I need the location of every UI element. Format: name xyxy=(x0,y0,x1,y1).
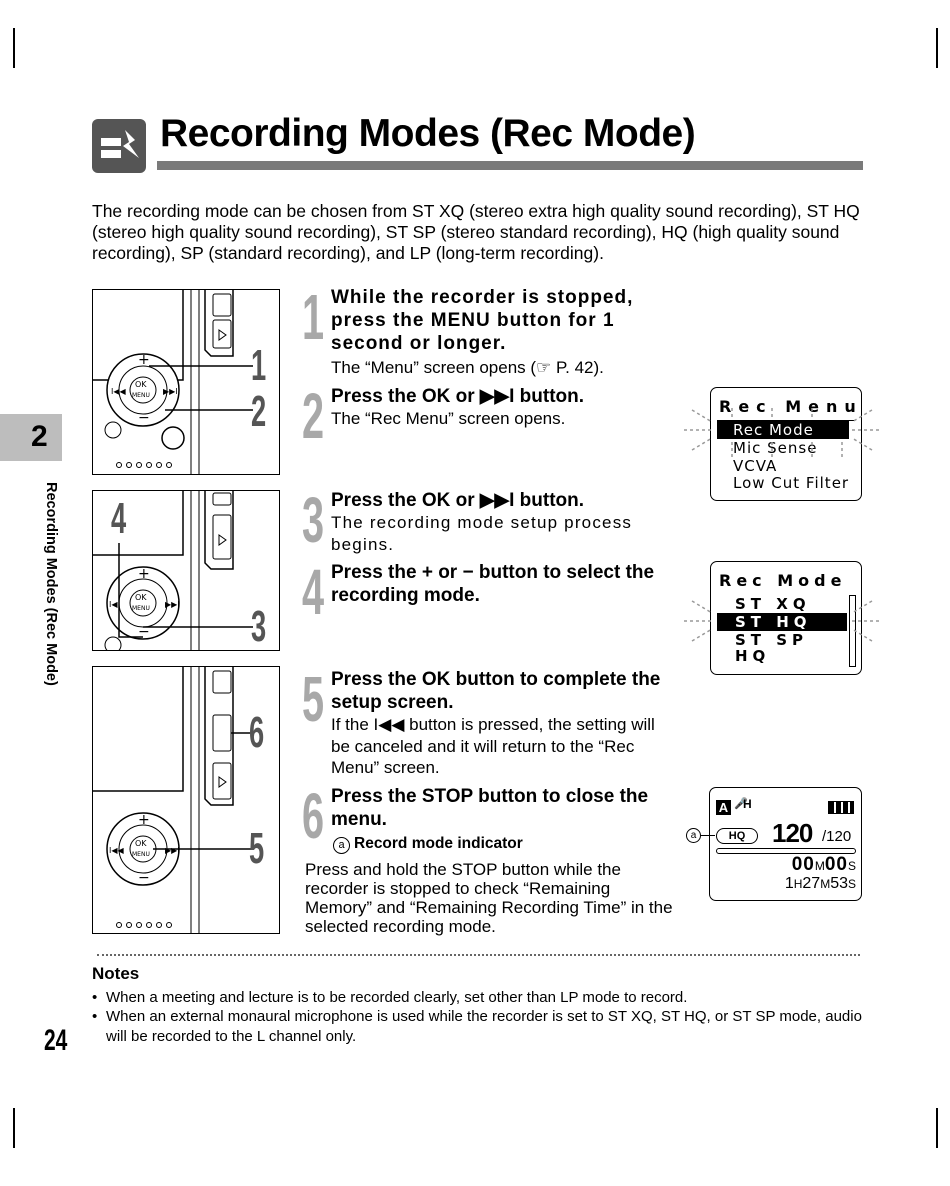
page-title: Recording Modes (Rec Mode) xyxy=(160,112,696,155)
chapter-tab: 2 xyxy=(0,414,62,461)
blink-rays xyxy=(684,600,880,642)
callout-number: 4 xyxy=(111,494,127,543)
svg-text:+: + xyxy=(138,812,150,828)
blink-rays xyxy=(684,408,880,458)
step-number: 5 xyxy=(302,663,325,735)
svg-text:+: + xyxy=(138,352,150,368)
crop-mark xyxy=(936,28,938,68)
svg-text:−: − xyxy=(138,870,150,886)
step-heading: Press the OK or ▶▶I button. xyxy=(331,490,585,511)
step-number: 4 xyxy=(302,556,325,628)
svg-text:I◀◀: I◀◀ xyxy=(109,846,125,855)
divider xyxy=(97,954,860,956)
svg-text:−: − xyxy=(138,624,150,640)
svg-text:−: − xyxy=(138,410,150,426)
step-heading: Press the + or − button to select the re… xyxy=(331,562,655,606)
lcd-item: Low Cut Filter xyxy=(733,474,850,492)
marker-a: a xyxy=(686,828,701,843)
device-figure-2: OK MENU + − I◀ ▶▶I 4 3 xyxy=(92,490,280,651)
lcd-item: ST SP xyxy=(735,631,809,649)
lcd-item-selected: ST HQ xyxy=(717,613,847,631)
device-figure-1: OK MENU + − I◀◀ ▶▶I 1 2 xyxy=(92,289,280,475)
device-figure-3: OK MENU + − I◀◀ ▶▶I 6 5 xyxy=(92,666,280,934)
mic-icon: 🎤 xyxy=(734,798,748,810)
notes-heading: Notes xyxy=(92,964,140,983)
step-number: 6 xyxy=(302,780,325,852)
chapter-side-title: Recording Modes (Rec Mode) xyxy=(41,482,61,722)
step-number: 2 xyxy=(302,380,325,452)
svg-text:MENU: MENU xyxy=(132,851,150,858)
hq-mode-badge: HQ xyxy=(716,828,758,844)
lcd-rec-mode: Rec Mode ST XQ ST HQ ST SP HQ xyxy=(710,561,862,675)
lcd-item-selected: Rec Mode xyxy=(717,421,849,439)
step6-extra: Press and hold the STOP button while the… xyxy=(305,860,673,936)
remaining-time: 1H27M53S xyxy=(784,875,856,892)
step-number: 3 xyxy=(302,484,325,556)
step-body: The “Menu” screen opens (☞ P. 42). xyxy=(331,358,604,377)
svg-text:MENU: MENU xyxy=(132,605,150,612)
svg-text:OK: OK xyxy=(135,380,147,389)
recorder-illustration: OK MENU + − I◀◀ ▶▶I xyxy=(93,290,253,474)
lcd-rec-menu: Rec Menu Rec Mode Mic Sense VCVA Low Cut… xyxy=(710,387,862,501)
svg-text:OK: OK xyxy=(135,593,147,602)
svg-text:MENU: MENU xyxy=(132,392,150,399)
note-item: •When a meeting and lecture is to be rec… xyxy=(92,989,688,1006)
file-current: 120 xyxy=(772,818,813,848)
lcd-item: ST XQ xyxy=(735,595,811,613)
lcd-title: Rec Mode xyxy=(719,571,847,590)
step-heading: Press the STOP button to close the menu. xyxy=(331,786,649,830)
step-heading: Press the OK button to complete the setu… xyxy=(331,669,661,713)
lcd-item: HQ xyxy=(735,647,771,665)
mic-sense-label: H xyxy=(743,797,752,811)
lcd-item: VCVA xyxy=(733,457,778,475)
step-body: The recording mode setup process begins. xyxy=(331,513,633,554)
recorder-illustration: OK MENU + − I◀ ▶▶I xyxy=(93,491,253,650)
recording-icon xyxy=(92,119,146,173)
indicator-label-text: Record mode indicator xyxy=(354,835,523,852)
battery-icon xyxy=(828,801,854,814)
step-heading: Press the OK or ▶▶I button. xyxy=(331,386,585,407)
file-total: /120 xyxy=(822,828,852,845)
callout-number: 6 xyxy=(249,708,265,757)
elapsed-time: 00M00S xyxy=(791,854,856,875)
intro-paragraph: The recording mode can be chosen from ST… xyxy=(92,201,860,263)
marker-a: a xyxy=(333,837,350,854)
note-item: •When an external monaural microphone is… xyxy=(92,1008,862,1045)
title-underline xyxy=(157,161,863,170)
svg-text:▶▶I: ▶▶I xyxy=(165,846,180,855)
a-icon: A xyxy=(716,800,731,815)
lcd-title: Rec Menu xyxy=(719,397,863,416)
crop-mark xyxy=(936,1108,938,1148)
step-number: 1 xyxy=(302,281,325,353)
marker-leader-line xyxy=(701,835,715,836)
chapter-number: 2 xyxy=(31,420,48,453)
callout-number: 5 xyxy=(249,824,265,873)
callout-number: 1 xyxy=(251,341,267,390)
page-number: 24 xyxy=(44,1024,68,1057)
svg-text:+: + xyxy=(138,566,150,582)
step-body: If the I◀◀ button is pressed, the settin… xyxy=(331,715,655,777)
crop-mark xyxy=(13,28,15,68)
recorder-illustration: OK MENU + − I◀◀ ▶▶I xyxy=(93,667,253,933)
lcd-item: Mic Sense xyxy=(733,439,818,457)
svg-text:OK: OK xyxy=(135,839,147,848)
svg-text:I◀◀: I◀◀ xyxy=(111,387,127,396)
callout-number: 3 xyxy=(251,602,267,651)
svg-text:▶▶I: ▶▶I xyxy=(165,600,180,609)
progress-bar xyxy=(716,848,856,854)
step-body: The “Rec Menu” screen opens. xyxy=(331,409,566,428)
chapter-title-text: Recording Modes (Rec Mode) xyxy=(43,482,59,686)
lcd-status: A 🎤 H HQ 120 /120 00M00S 1H27M53S xyxy=(709,787,862,901)
svg-text:▶▶I: ▶▶I xyxy=(163,387,178,396)
step-heading: While the recorder is stopped, press the… xyxy=(331,287,634,354)
svg-text:I◀: I◀ xyxy=(109,600,118,609)
crop-mark xyxy=(13,1108,15,1148)
callout-number: 2 xyxy=(251,387,267,436)
